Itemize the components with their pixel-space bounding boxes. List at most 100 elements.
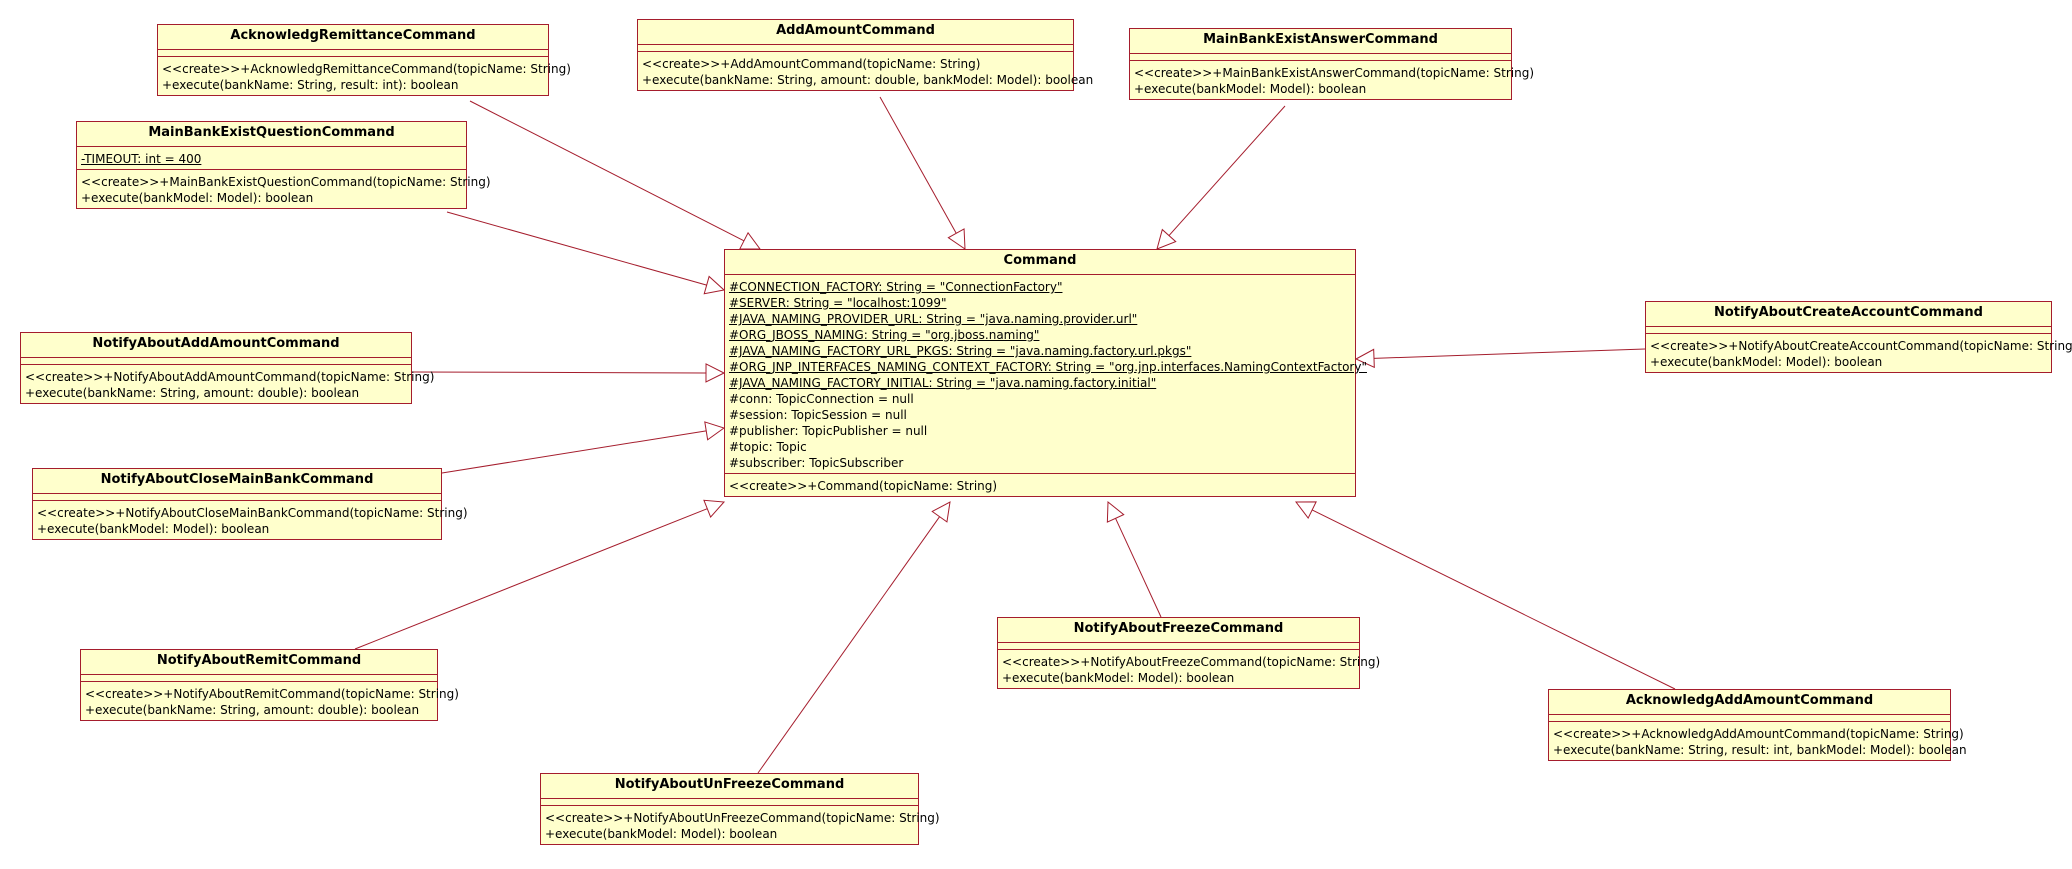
operations-section: <<create>>+NotifyAboutCreateAccountComma…: [1646, 333, 2072, 372]
generalization-line-main_answer: [1168, 105, 1286, 236]
attribute: #JAVA_NAMING_FACTORY_INITIAL: String = "…: [729, 376, 1157, 390]
operations-section: <<create>>+AddAmountCommand(topicName: S…: [638, 51, 1094, 90]
attribute: #JAVA_NAMING_PROVIDER_URL: String = "jav…: [729, 312, 1138, 326]
operation: <<create>>+Command(topicName: String): [729, 479, 998, 493]
operations-section: <<create>>+NotifyAboutRemitCommand(topic…: [81, 681, 459, 720]
attributes-section: [158, 49, 548, 56]
generalization-line-notify_create: [1373, 348, 1646, 359]
class-name: AddAmountCommand: [776, 23, 935, 38]
class-name: NotifyAboutCreateAccountCommand: [1714, 305, 1983, 320]
class-notify-about-create-account-command[interactable]: NotifyAboutCreateAccountCommand <<create…: [1645, 301, 2072, 373]
operation: <<create>>+NotifyAboutRemitCommand(topic…: [85, 687, 459, 701]
class-name: AcknowledgAddAmountCommand: [1625, 693, 1874, 708]
operations-section: <<create>>+MainBankExistAnswerCommand(to…: [1130, 60, 1535, 99]
operation: <<create>>+NotifyAboutCloseMainBankComma…: [37, 506, 468, 520]
operation: +execute(bankName: String, amount: doubl…: [25, 386, 360, 400]
operation: +execute(bankModel: Model): boolean: [1134, 82, 1367, 96]
attribute: #JAVA_NAMING_FACTORY_URL_PKGS: String = …: [729, 344, 1192, 358]
operations-section: <<create>>+NotifyAboutFreezeCommand(topi…: [998, 649, 1381, 688]
attributes-section: [638, 44, 1073, 51]
class-add-amount-command[interactable]: AddAmountCommand <<create>>+AddAmountCom…: [637, 19, 1094, 91]
attribute: #ORG_JNP_INTERFACES_NAMING_CONTEXT_FACTO…: [729, 360, 1367, 374]
class-notify-about-close-main-bank-command[interactable]: NotifyAboutCloseMainBankCommand <<create…: [32, 468, 468, 540]
operation: <<create>>+NotifyAboutUnFreezeCommand(to…: [545, 811, 940, 825]
class-main-bank-exist-answer-command[interactable]: MainBankExistAnswerCommand <<create>>+Ma…: [1129, 28, 1535, 100]
operations-section: <<create>>+NotifyAboutAddAmountCommand(t…: [21, 364, 435, 403]
operation: <<create>>+AddAmountCommand(topicName: S…: [642, 57, 981, 71]
class-main-bank-exist-question-command[interactable]: MainBankExistQuestionCommand -TIMEOUT: i…: [76, 121, 491, 209]
class-command[interactable]: Command #CONNECTION_FACTORY: String = "C…: [724, 249, 1367, 497]
class-name: Command: [1003, 253, 1077, 268]
attribute: #publisher: TopicPublisher = null: [729, 424, 928, 438]
attribute: -TIMEOUT: int = 400: [81, 152, 202, 166]
class-notify-about-unfreeze-command[interactable]: NotifyAboutUnFreezeCommand <<create>>+No…: [540, 773, 940, 845]
inheritance-arrowhead-notify_remit: [703, 499, 726, 518]
generalization-line-ack_add: [1311, 509, 1676, 690]
inheritance-arrowhead-main_answer: [1156, 228, 1177, 250]
attributes-section: [541, 798, 918, 805]
class-name: MainBankExistQuestionCommand: [148, 125, 395, 140]
generalization-line-notify_freeze: [1115, 518, 1162, 618]
class-name: AcknowledgRemittanceCommand: [230, 28, 476, 43]
operation: <<create>>+NotifyAboutCreateAccountComma…: [1650, 339, 2072, 353]
attributes-section: -TIMEOUT: int = 400: [77, 146, 466, 169]
operation: +execute(bankModel: Model): boolean: [545, 827, 778, 841]
class-name: NotifyAboutAddAmountCommand: [92, 336, 340, 351]
inheritance-arrowhead-notify_add: [705, 363, 726, 383]
class-acknowledg-remittance-command[interactable]: AcknowledgRemittanceCommand <<create>>+A…: [157, 24, 571, 96]
class-notify-about-remit-command[interactable]: NotifyAboutRemitCommand <<create>>+Notif…: [80, 649, 459, 721]
class-notify-about-add-amount-command[interactable]: NotifyAboutAddAmountCommand <<create>>+N…: [20, 332, 435, 404]
class-name: NotifyAboutFreezeCommand: [1073, 621, 1284, 636]
attribute: #session: TopicSession = null: [729, 408, 907, 422]
generalization-line-ack_remit: [469, 100, 745, 242]
operations-section: <<create>>+Command(topicName: String): [725, 473, 1355, 496]
operation: <<create>>+AcknowledgRemittanceCommand(t…: [162, 62, 571, 76]
attributes-section: #CONNECTION_FACTORY: String = "Connectio…: [725, 274, 1367, 473]
operations-section: <<create>>+MainBankExistQuestionCommand(…: [77, 169, 491, 208]
operations-section: <<create>>+AcknowledgAddAmountCommand(to…: [1549, 721, 1967, 760]
operation: +execute(bankName: String, result: int, …: [1553, 743, 1967, 757]
generalization-line-notify_unfreeze: [757, 516, 941, 774]
generalization-line-main_question: [446, 211, 707, 286]
attributes-section: [1130, 53, 1511, 60]
class-notify-about-freeze-command[interactable]: NotifyAboutFreezeCommand <<create>>+Noti…: [997, 617, 1381, 689]
operation: +execute(bankModel: Model): boolean: [81, 191, 314, 205]
operation: +execute(bankModel: Model): boolean: [37, 522, 270, 536]
inheritance-arrowhead-notify_close: [704, 421, 726, 441]
generalization-line-notify_remit: [354, 508, 708, 650]
operation: +execute(bankName: String, result: int):…: [162, 78, 459, 92]
operation: +execute(bankName: String, amount: doubl…: [642, 73, 1094, 87]
class-name: NotifyAboutRemitCommand: [156, 653, 362, 668]
operations-section: <<create>>+NotifyAboutUnFreezeCommand(to…: [541, 805, 940, 844]
attributes-section: [33, 493, 441, 500]
attributes-section: [1646, 326, 2051, 333]
inheritance-arrowhead-notify_create: [1354, 348, 1375, 369]
class-name: NotifyAboutCloseMainBankCommand: [100, 472, 374, 487]
attribute: #ORG_JBOSS_NAMING: String = "org.jboss.n…: [729, 328, 1040, 342]
operation: +execute(bankModel: Model): boolean: [1650, 355, 1883, 369]
operations-section: <<create>>+NotifyAboutCloseMainBankComma…: [33, 500, 468, 539]
class-name: MainBankExistAnswerCommand: [1203, 32, 1438, 47]
generalization-line-notify_add: [411, 371, 707, 374]
inheritance-arrowhead-add_amount: [947, 228, 966, 250]
attributes-section: [998, 642, 1359, 649]
operation: <<create>>+MainBankExistAnswerCommand(to…: [1134, 66, 1535, 80]
class-acknowledg-add-amount-command[interactable]: AcknowledgAddAmountCommand <<create>>+Ac…: [1548, 689, 1967, 761]
operation: +execute(bankName: String, amount: doubl…: [85, 703, 420, 717]
attributes-section: [21, 357, 411, 364]
inheritance-arrowhead-ack_add: [1294, 501, 1317, 519]
operation: <<create>>+NotifyAboutFreezeCommand(topi…: [1002, 655, 1381, 669]
operation: +execute(bankModel: Model): boolean: [1002, 671, 1235, 685]
inheritance-arrowhead-ack_remit: [739, 231, 761, 250]
generalization-line-add_amount: [879, 96, 957, 234]
operation: <<create>>+NotifyAboutAddAmountCommand(t…: [25, 370, 435, 384]
attributes-section: [1549, 714, 1950, 721]
attribute: #topic: Topic: [729, 440, 807, 454]
attribute: #subscriber: TopicSubscriber: [729, 456, 904, 470]
operation: <<create>>+AcknowledgAddAmountCommand(to…: [1553, 727, 1964, 741]
attribute: #conn: TopicConnection = null: [729, 392, 914, 406]
attributes-section: [81, 674, 437, 681]
attribute: #SERVER: String = "localhost:1099": [729, 296, 947, 310]
class-name: NotifyAboutUnFreezeCommand: [614, 777, 845, 792]
